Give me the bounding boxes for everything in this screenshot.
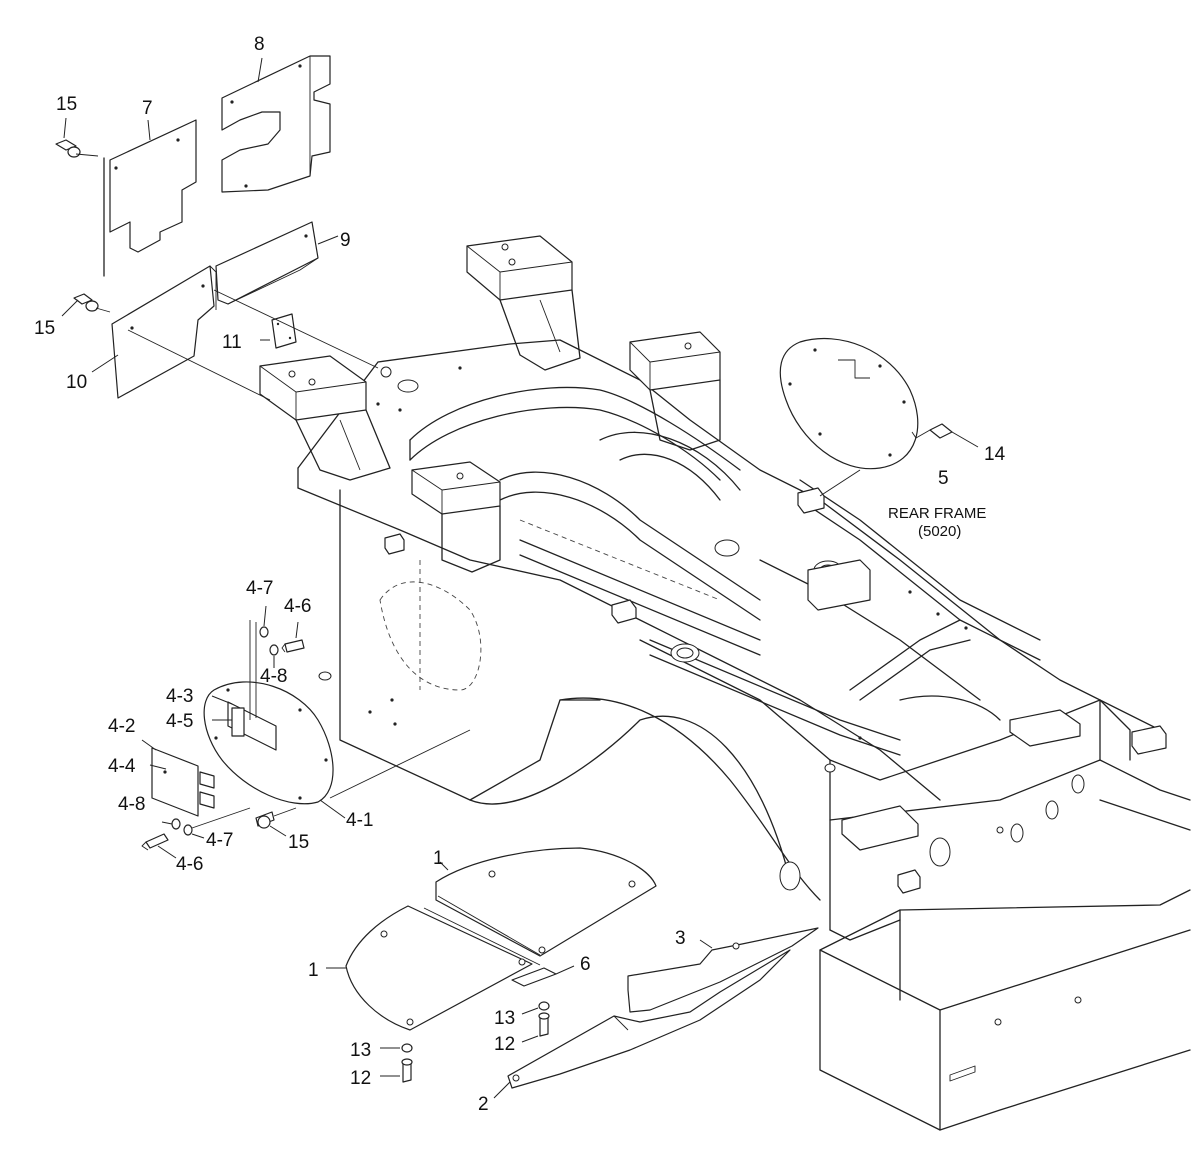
callout-4-8-top: 4-8 <box>260 666 287 687</box>
part-12-bolt-b <box>380 1058 413 1083</box>
part-13-washer-a <box>521 1001 550 1015</box>
callout-4-3: 4-3 <box>166 686 193 707</box>
callout-3: 3 <box>675 928 686 949</box>
callout-4-8-bottom: 4-8 <box>118 794 145 815</box>
callout-12-a: 12 <box>494 1034 515 1055</box>
part-4-7-washer-bottom <box>183 807 251 839</box>
part-15-bolt-top <box>55 117 99 158</box>
part-4-1-oval-cover <box>203 681 471 819</box>
callout-15-top: 15 <box>56 94 77 115</box>
callout-9: 9 <box>340 230 351 251</box>
part-14-bolt <box>911 423 979 448</box>
rear-frame-code: (5020) <box>918 523 961 540</box>
callout-15-bottom: 15 <box>288 832 309 853</box>
callout-1-upper: 1 <box>433 848 444 869</box>
callout-labels: 1 1 2 3 4-1 4-2 4-3 4-4 4-5 4-6 4-6 4-7 … <box>34 34 1006 1115</box>
part-10-plate <box>91 265 217 399</box>
callout-4-1: 4-1 <box>346 810 373 831</box>
callout-6: 6 <box>580 954 591 975</box>
callout-4-6-top: 4-6 <box>284 596 311 617</box>
callout-10: 10 <box>66 372 87 393</box>
part-3-guard <box>627 927 819 1013</box>
callout-5: 5 <box>938 468 949 489</box>
part-7-plate <box>103 119 197 277</box>
callout-4-5: 4-5 <box>166 711 193 732</box>
part-1-panel-upper <box>435 847 657 957</box>
part-15-bolt-bottom <box>255 807 297 837</box>
part-15-bolt-mid <box>61 293 111 317</box>
callout-15-mid: 15 <box>34 318 55 339</box>
part-12-bolt-a <box>521 1012 550 1043</box>
part-4-8-washer-bottom <box>161 818 181 830</box>
part-4-6-bolt-top <box>281 621 305 653</box>
callout-4-2: 4-2 <box>108 716 135 737</box>
callout-14: 14 <box>984 444 1006 465</box>
callout-13-b: 13 <box>350 1040 371 1061</box>
callout-1-lower: 1 <box>308 960 319 981</box>
part-4-6-bolt-bottom <box>141 833 177 859</box>
part-13-washer-b <box>380 1043 413 1053</box>
part-4-5-clip <box>212 707 245 737</box>
callout-4-6-bottom: 4-6 <box>176 854 203 875</box>
part-11-plate <box>260 313 297 349</box>
part-2-guard <box>493 949 791 1099</box>
callout-13-a: 13 <box>494 1008 515 1029</box>
rear-frame-label: REAR FRAME <box>888 505 986 522</box>
rear-frame <box>259 235 1191 1131</box>
part-9-plate <box>215 221 339 305</box>
callout-11: 11 <box>222 332 242 353</box>
part-8-plate <box>221 55 331 193</box>
part-5-oval-cover <box>779 338 919 497</box>
part-4-7-washer-top <box>259 605 269 638</box>
callout-7: 7 <box>142 98 153 119</box>
part-4-2-plate <box>141 739 215 817</box>
part-4-8-washer-top <box>269 644 279 668</box>
callout-4-7-top: 4-7 <box>246 578 273 599</box>
callout-4-4: 4-4 <box>108 756 136 777</box>
callout-4-7-bottom: 4-7 <box>206 830 233 851</box>
callout-12-b: 12 <box>350 1068 371 1089</box>
part-1-panel-lower <box>326 905 533 1031</box>
callout-8: 8 <box>254 34 265 55</box>
part-6-bracket <box>511 965 575 987</box>
callout-2: 2 <box>478 1094 489 1115</box>
